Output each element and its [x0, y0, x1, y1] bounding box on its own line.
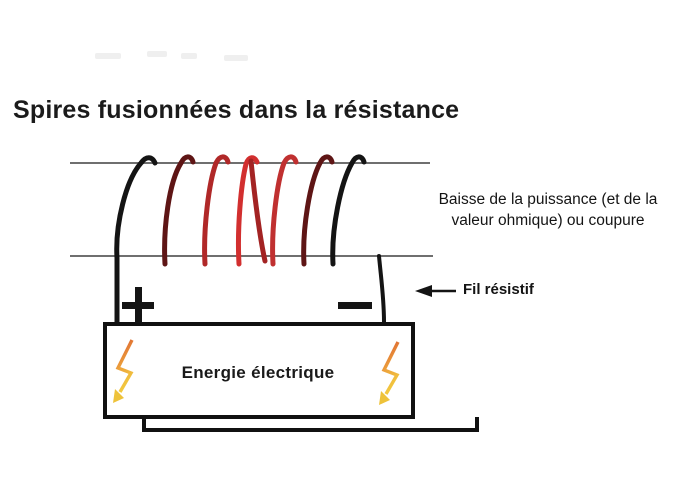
power-loss-line1: Baisse de la puissance (et de la: [438, 191, 658, 208]
coil-turn-7: [330, 154, 367, 267]
lightning-bolt-icon-left: [113, 339, 134, 403]
page-title: Spires fusionnées dans la résistance: [13, 96, 460, 124]
coil-turn-4-fused: [235, 155, 260, 267]
coil-turn-6: [301, 154, 335, 267]
power-loss-annotation: Baisse de la puissance (et de la valeur …: [398, 189, 698, 231]
lightning-bolt-icon-right: [379, 341, 400, 405]
watermark-smudge: [181, 53, 197, 59]
watermark-smudge: [95, 53, 121, 59]
watermark-smudge: [224, 55, 248, 61]
left-arrow-head-icon: [415, 285, 432, 297]
plus-terminal-icon: [122, 287, 154, 323]
watermark-smudge: [147, 51, 167, 57]
coil-turn-3: [202, 154, 231, 267]
coil-turn-1-with-left-lead: [114, 155, 158, 325]
resistive-wire-label: Fil résistif: [463, 281, 534, 298]
fused-turn-strand: [248, 158, 268, 264]
coil-turn-2: [162, 154, 196, 267]
energy-box-label: Energie électrique: [181, 363, 335, 382]
plus-vertical-bar: [135, 287, 142, 323]
minus-terminal-icon: [338, 302, 372, 309]
bottom-circuit-wire: [142, 417, 479, 432]
coil-turn-5: [270, 154, 299, 267]
power-loss-line2: valeur ohmique) ou coupure: [451, 212, 645, 229]
energy-box: [103, 322, 415, 419]
right-lead-wire: [377, 254, 386, 324]
